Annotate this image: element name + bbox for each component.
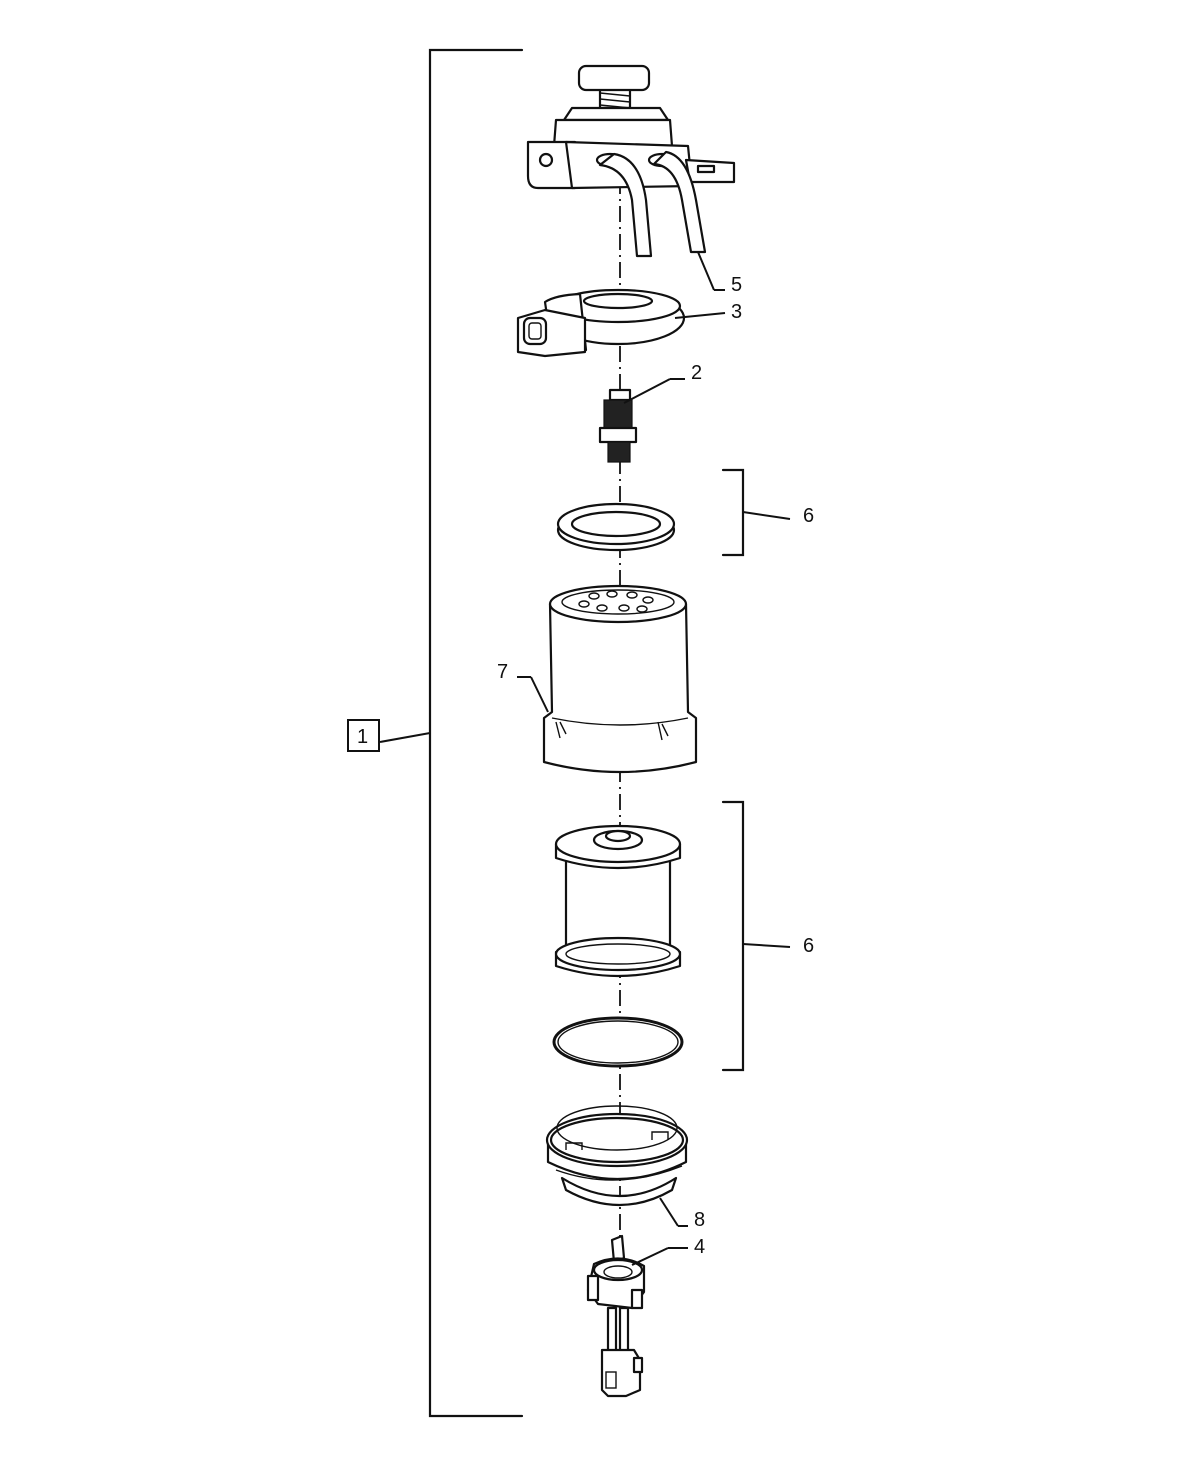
callout-6-lower: 6: [803, 935, 814, 957]
hose-right: [652, 150, 707, 254]
filter-element: [554, 824, 682, 978]
leader-6-lower: [742, 943, 791, 948]
water-sensor: [586, 1234, 646, 1398]
bowl-base: [545, 1105, 689, 1206]
callout-3: 3: [731, 301, 742, 323]
bracket-6-upper: [721, 468, 745, 557]
callout-box-1: [347, 719, 380, 752]
leader-5: [697, 251, 715, 291]
leader-4: [631, 1247, 669, 1266]
leader-1: [379, 732, 431, 743]
seal-ring: [556, 502, 676, 552]
callout-1: 1: [357, 726, 368, 748]
callout-7: 7: [497, 661, 508, 683]
leader-8: [659, 1197, 679, 1227]
leader-3: [674, 312, 726, 319]
callout-6-upper: 6: [803, 505, 814, 527]
filter-head: [526, 64, 736, 258]
callout-2: 2: [691, 362, 702, 384]
callout-8: 8: [694, 1209, 705, 1231]
leader-2: [623, 378, 671, 404]
o-ring: [552, 1016, 684, 1068]
assembly-bracket: [428, 48, 524, 1418]
filter-bowl: [542, 584, 698, 774]
sensor-ring: [516, 288, 686, 358]
fitting: [598, 388, 638, 463]
hose-left: [598, 152, 653, 258]
bracket-6-lower: [721, 800, 745, 1072]
callout-5: 5: [731, 274, 742, 296]
leader-6-upper: [742, 511, 791, 520]
callout-4: 4: [694, 1236, 705, 1258]
